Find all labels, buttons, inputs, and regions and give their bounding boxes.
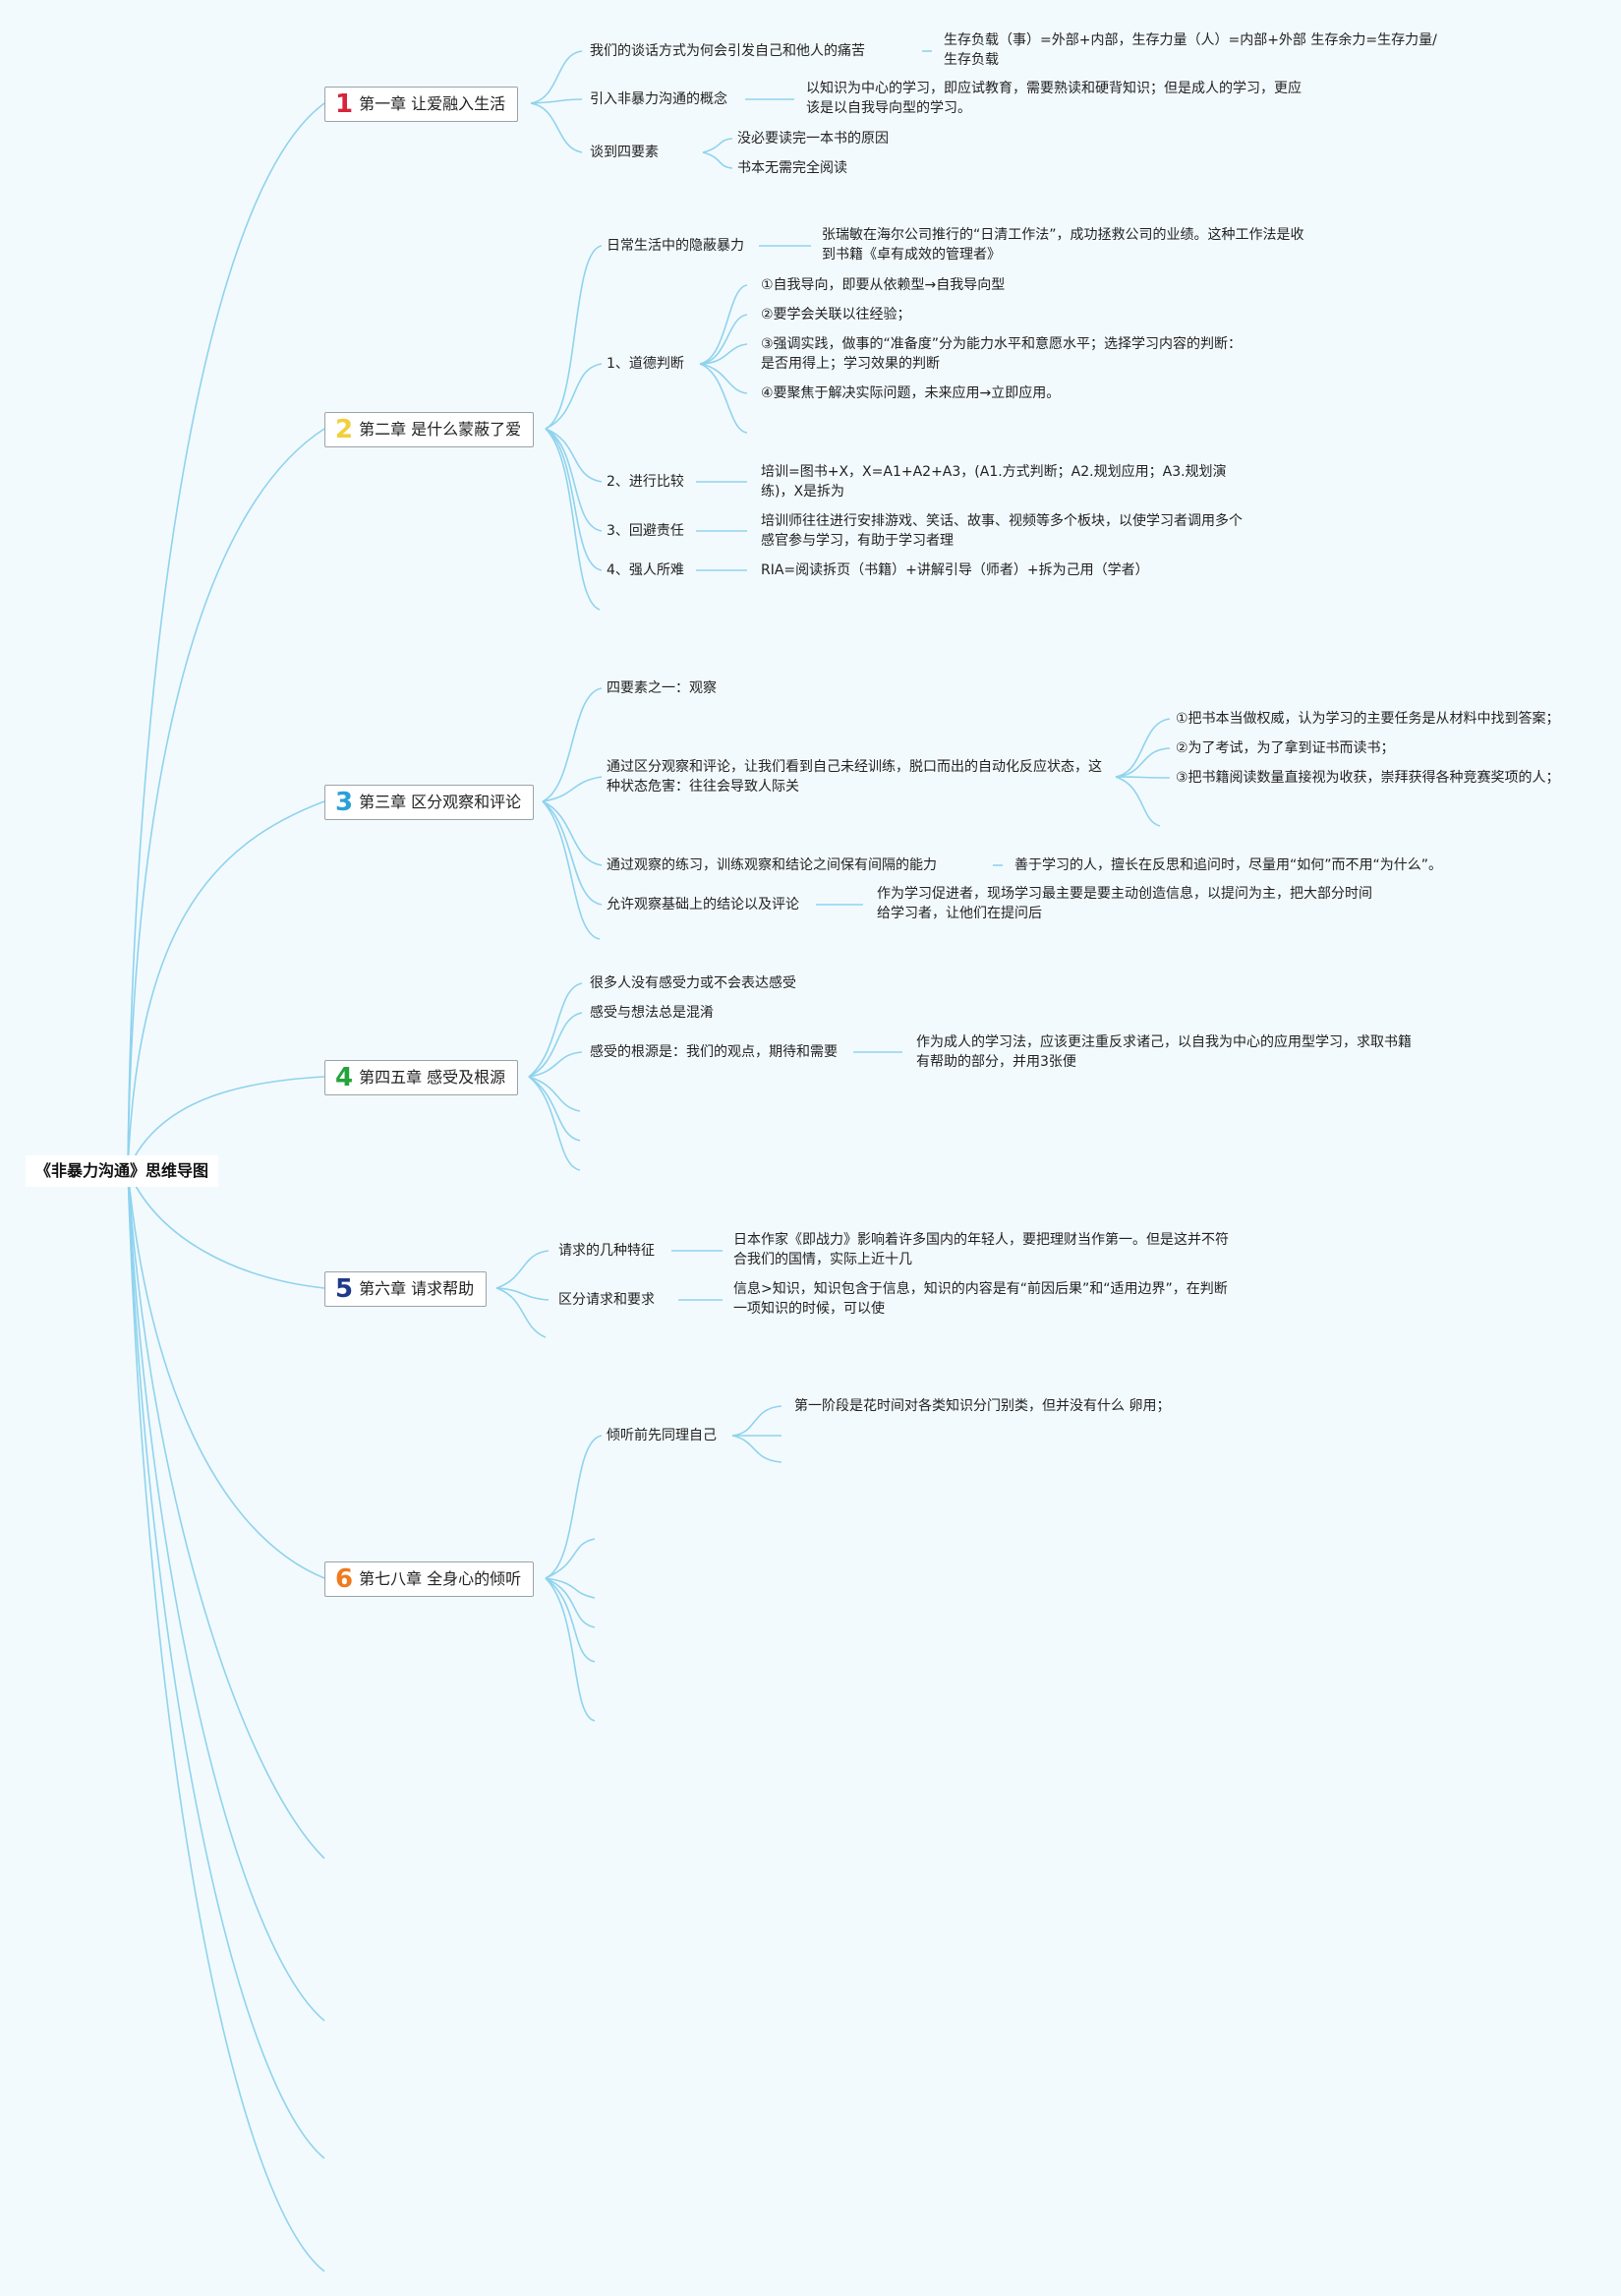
ch2-topic-5[interactable]: 4、强人所难 bbox=[607, 562, 684, 578]
ch5-topic-1-detail[interactable]: 日本作家《即战力》影响着许多国内的年轻人，要把理财当作第一。但是这并不符合我们的… bbox=[733, 1232, 1229, 1267]
chapter-1-node[interactable]: 1 第一章 让爱融入生活 bbox=[324, 87, 519, 122]
ch3-topic-2-sub-1[interactable]: ①把书本当做权威，认为学习的主要任务是从材料中找到答案； bbox=[1176, 711, 1560, 727]
ch2-topic-4[interactable]: 3、回避责任 bbox=[607, 523, 684, 539]
ch1-topic-1-detail[interactable]: 生存负载（事）=外部+内部，生存力量（人）=内部+外部 生存余力=生存力量/生存… bbox=[944, 32, 1437, 68]
ch6-topic-1-sub-1[interactable]: 第一阶段是花时间对各类知识分门别类，但并没有什么 卵用； bbox=[794, 1398, 1171, 1414]
ch3-topic-4-detail[interactable]: 作为学习促进者，现场学习最主要是要主动创造信息，以提问为主，把大部分时间给学习者… bbox=[877, 886, 1372, 921]
chapter-5-label: 第六章 请求帮助 bbox=[359, 1279, 475, 1298]
ch3-topic-3-detail[interactable]: 善于学习的人，擅长在反思和追问时，尽量用“如何”而不用“为什么”。 bbox=[1014, 857, 1443, 873]
ch5-topic-2-detail[interactable]: 信息>知识，知识包含于信息，知识的内容是有“前因后果”和“适用边界”，在判断一项… bbox=[733, 1281, 1228, 1317]
ch2-topic-2-sub-4[interactable]: ④要聚焦于解决实际问题，未来应用→立即应用。 bbox=[761, 385, 1061, 401]
ch4-topic-3[interactable]: 感受的根源是：我们的观点，期待和需要 bbox=[590, 1044, 838, 1060]
chapter-3-number: 3 bbox=[335, 788, 354, 817]
ch3-topic-1[interactable]: 四要素之一：观察 bbox=[607, 680, 717, 696]
chapter-6-label: 第七八章 全身心的倾听 bbox=[359, 1569, 522, 1588]
ch1-topic-3-sub-2[interactable]: 书本无需完全阅读 bbox=[737, 160, 847, 176]
chapter-6-number: 6 bbox=[335, 1564, 354, 1594]
ch1-topic-3[interactable]: 谈到四要素 bbox=[590, 145, 659, 160]
ch4-topic-3-detail[interactable]: 作为成人的学习法，应该更注重反求诸己，以自我为中心的应用型学习，求取书籍有帮助的… bbox=[916, 1034, 1412, 1070]
ch2-topic-1[interactable]: 日常生活中的隐蔽暴力 bbox=[607, 238, 744, 254]
chapter-1-number: 1 bbox=[335, 89, 354, 119]
ch3-topic-2-sub-3[interactable]: ③把书籍阅读数量直接视为收获，崇拜获得各种竞赛奖项的人； bbox=[1176, 770, 1560, 786]
ch5-topic-1[interactable]: 请求的几种特征 bbox=[558, 1243, 655, 1259]
chapter-4-number: 4 bbox=[335, 1063, 354, 1092]
ch2-topic-2-sub-3[interactable]: ③强调实践，做事的“准备度”分为能力水平和意愿水平；选择学习内容的判断：是否用得… bbox=[761, 336, 1243, 372]
chapter-6-node[interactable]: 6 第七八章 全身心的倾听 bbox=[324, 1561, 535, 1597]
ch2-topic-2-sub-2[interactable]: ②要学会关联以往经验； bbox=[761, 307, 911, 323]
ch3-topic-2-sub-2[interactable]: ②为了考试，为了拿到证书而读书； bbox=[1176, 740, 1395, 756]
ch5-topic-2[interactable]: 区分请求和要求 bbox=[558, 1292, 655, 1308]
ch3-topic-4[interactable]: 允许观察基础上的结论以及评论 bbox=[607, 897, 799, 913]
ch1-topic-2[interactable]: 引入非暴力沟通的概念 bbox=[590, 91, 727, 107]
ch4-topic-1[interactable]: 很多人没有感受力或不会表达感受 bbox=[590, 975, 796, 991]
ch2-topic-3[interactable]: 2、进行比较 bbox=[607, 474, 684, 490]
chapter-4-node[interactable]: 4 第四五章 感受及根源 bbox=[324, 1060, 519, 1095]
ch4-topic-2[interactable]: 感受与想法总是混淆 bbox=[590, 1005, 714, 1021]
chapter-5-node[interactable]: 5 第六章 请求帮助 bbox=[324, 1271, 488, 1307]
ch2-topic-1-detail[interactable]: 张瑞敏在海尔公司推行的“日清工作法”，成功拯救公司的业绩。这种工作法是收到书籍《… bbox=[822, 227, 1304, 263]
ch1-topic-1[interactable]: 我们的谈话方式为何会引发自己和他人的痛苦 bbox=[590, 43, 865, 59]
ch6-topic-1[interactable]: 倾听前先同理自己 bbox=[607, 1428, 717, 1443]
chapter-2-number: 2 bbox=[335, 415, 354, 444]
chapter-3-label: 第三章 区分观察和评论 bbox=[359, 793, 522, 811]
chapter-2-node[interactable]: 2 第二章 是什么蒙蔽了爱 bbox=[324, 412, 535, 447]
ch3-topic-2[interactable]: 通过区分观察和评论，让我们看到自己未经训练，脱口而出的自动化反应状态，这种状态危… bbox=[607, 759, 1102, 795]
ch3-topic-3[interactable]: 通过观察的练习，训练观察和结论之间保有间隔的能力 bbox=[607, 857, 937, 873]
ch2-topic-4-detail[interactable]: 培训师往往进行安排游戏、笑话、故事、视频等多个板块，以使学习者调用多个感官参与学… bbox=[761, 513, 1243, 549]
chapter-1-label: 第一章 让爱融入生活 bbox=[359, 94, 506, 113]
ch1-topic-2-detail[interactable]: 以知识为中心的学习，即应试教育，需要熟读和硬背知识；但是成人的学习，更应该是以自… bbox=[806, 81, 1302, 116]
chapter-4-label: 第四五章 感受及根源 bbox=[359, 1068, 506, 1087]
ch1-topic-3-sub-1[interactable]: 没必要读完一本书的原因 bbox=[737, 131, 889, 147]
chapter-2-label: 第二章 是什么蒙蔽了爱 bbox=[359, 420, 522, 439]
chapter-5-number: 5 bbox=[335, 1274, 354, 1304]
ch2-topic-2[interactable]: 1、道德判断 bbox=[607, 356, 684, 372]
ch2-topic-5-detail[interactable]: RIA=阅读拆页（书籍）+讲解引导（师者）+拆为己用（学者） bbox=[761, 562, 1149, 578]
chapter-3-node[interactable]: 3 第三章 区分观察和评论 bbox=[324, 785, 535, 820]
ch2-topic-2-sub-1[interactable]: ①自我导向，即要从依赖型→自我导向型 bbox=[761, 277, 1006, 293]
ch2-topic-3-detail[interactable]: 培训=图书+X，X=A1+A2+A3，(A1.方式判断；A2.规划应用；A3.规… bbox=[761, 464, 1227, 500]
root-topic[interactable]: 《非暴力沟通》思维导图 bbox=[26, 1155, 219, 1187]
